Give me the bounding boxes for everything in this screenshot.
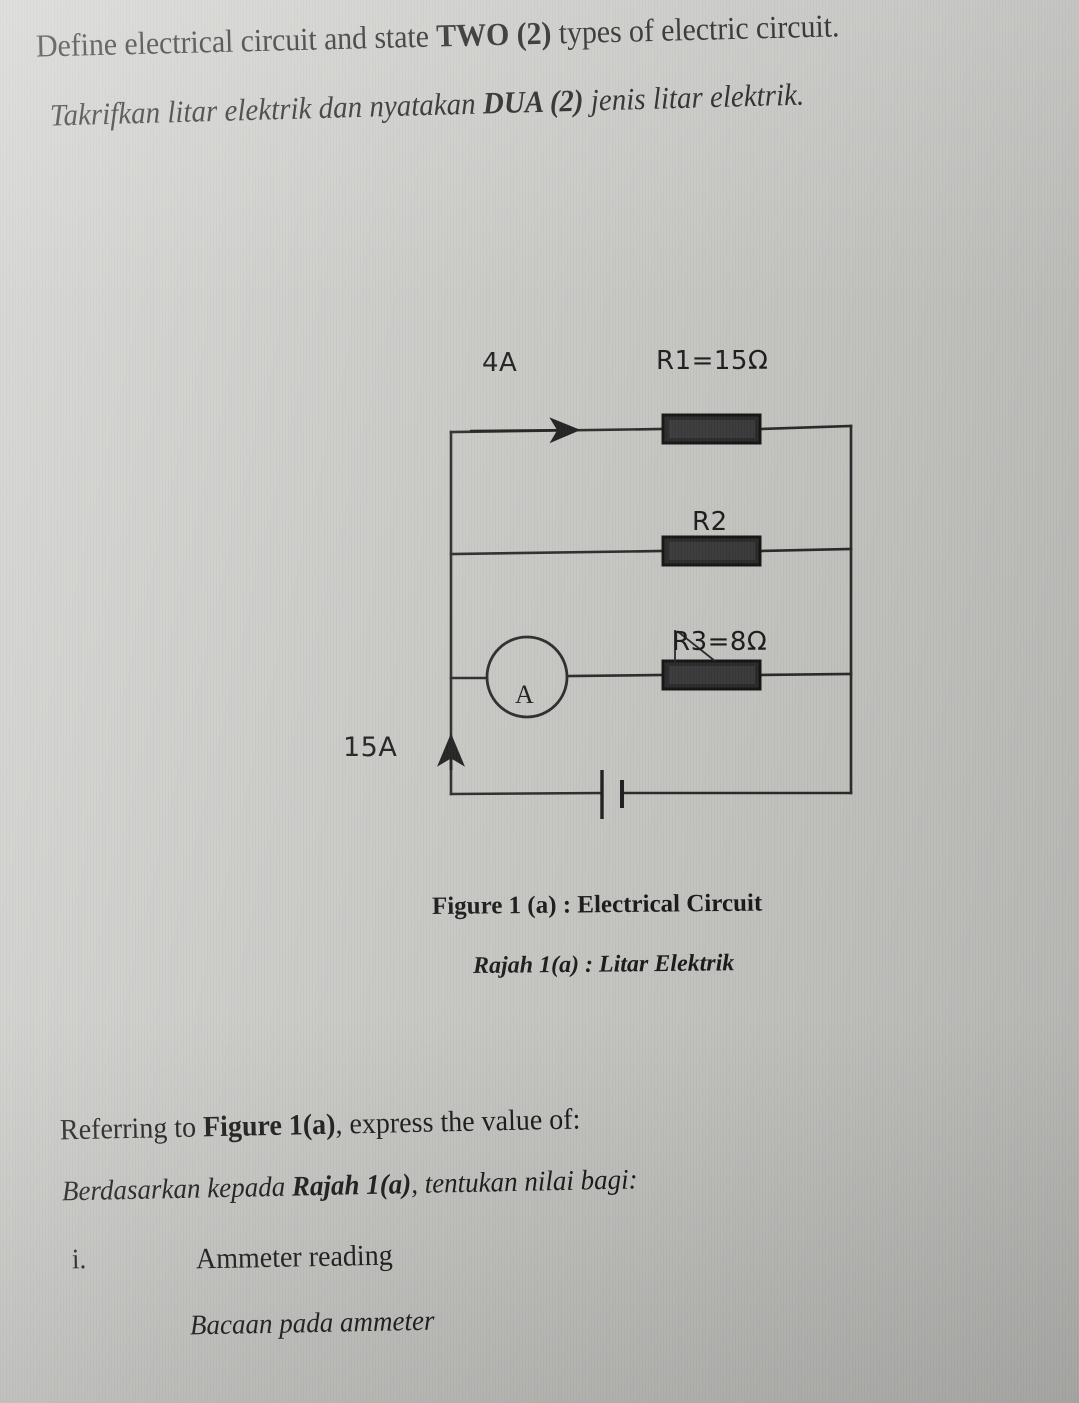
ammeter-symbol bbox=[485, 635, 569, 719]
question-bottom-malay: Berdasarkan kepada Rajah 1(a), tentukan … bbox=[62, 1163, 638, 1208]
question-bottom-english: Referring to Figure 1(a), express the va… bbox=[60, 1103, 581, 1147]
circuit-diagram: 4A R1=15Ω R2 R3=8Ω 15A A bbox=[330, 330, 890, 830]
question-top-english: Define electrical circuit and state TWO … bbox=[36, 8, 840, 65]
question-top-malay-bold: DUA (2) bbox=[482, 83, 585, 121]
label-current-top: 4A bbox=[482, 348, 518, 378]
list-item-english: Ammeter reading bbox=[195, 1239, 393, 1276]
question-top-english-part2: types of electric circuit. bbox=[550, 8, 840, 52]
question-top-malay: Takrifkan litar elektrik dan nyatakan DU… bbox=[50, 78, 805, 134]
list-item-malay: Bacaan pada ammeter bbox=[189, 1304, 435, 1341]
wire-ammeter-to-r3 bbox=[565, 673, 665, 678]
figure-caption-malay: Rajah 1(a) : Litar Elektrik bbox=[472, 950, 735, 979]
question-bottom-malay-part1: Berdasarkan kepada bbox=[61, 1170, 293, 1207]
question-top-malay-part2: jenis litar elektrik. bbox=[583, 77, 805, 119]
resistor-r3-symbol bbox=[661, 659, 762, 691]
r3-leader-line bbox=[674, 630, 716, 665]
wire-mid-left bbox=[449, 549, 665, 556]
label-r3: R3=8Ω bbox=[672, 627, 768, 657]
resistor-r2-symbol bbox=[661, 535, 762, 567]
battery-symbol bbox=[600, 770, 624, 819]
figure-caption-english: Figure 1 (a) : Electrical Circuit bbox=[431, 889, 763, 920]
wire-lower-right bbox=[758, 672, 853, 677]
label-r2: R2 bbox=[692, 507, 728, 537]
label-ammeter: A bbox=[515, 680, 535, 709]
wire-top-right bbox=[758, 424, 853, 431]
label-r1: R1=15Ω bbox=[656, 346, 769, 376]
wire-bottom-left bbox=[449, 791, 603, 796]
circuit-schematic-svg bbox=[437, 413, 853, 819]
question-top-english-part1: Define electrical circuit and state bbox=[35, 18, 437, 65]
resistor-r1-symbol bbox=[661, 413, 762, 445]
question-bottom-malay-bold: Rajah 1(a) bbox=[291, 1167, 412, 1202]
question-bottom-english-part2: , express the value of: bbox=[335, 1103, 581, 1141]
question-top-malay-part1: Takrifkan litar elektrik dan nyatakan bbox=[49, 86, 484, 134]
question-bottom-english-part1: Referring to bbox=[59, 1111, 204, 1147]
question-top-english-bold: TWO (2) bbox=[435, 15, 552, 54]
question-bottom-malay-part2: , tentukan nilai bagi: bbox=[410, 1163, 638, 1200]
question-bottom-english-bold: Figure 1(a) bbox=[202, 1108, 336, 1144]
label-current-source: 15A bbox=[343, 732, 398, 763]
wire-mid-right bbox=[758, 547, 853, 553]
list-item-number: i. bbox=[71, 1242, 87, 1275]
current-arrow-top bbox=[469, 417, 581, 444]
